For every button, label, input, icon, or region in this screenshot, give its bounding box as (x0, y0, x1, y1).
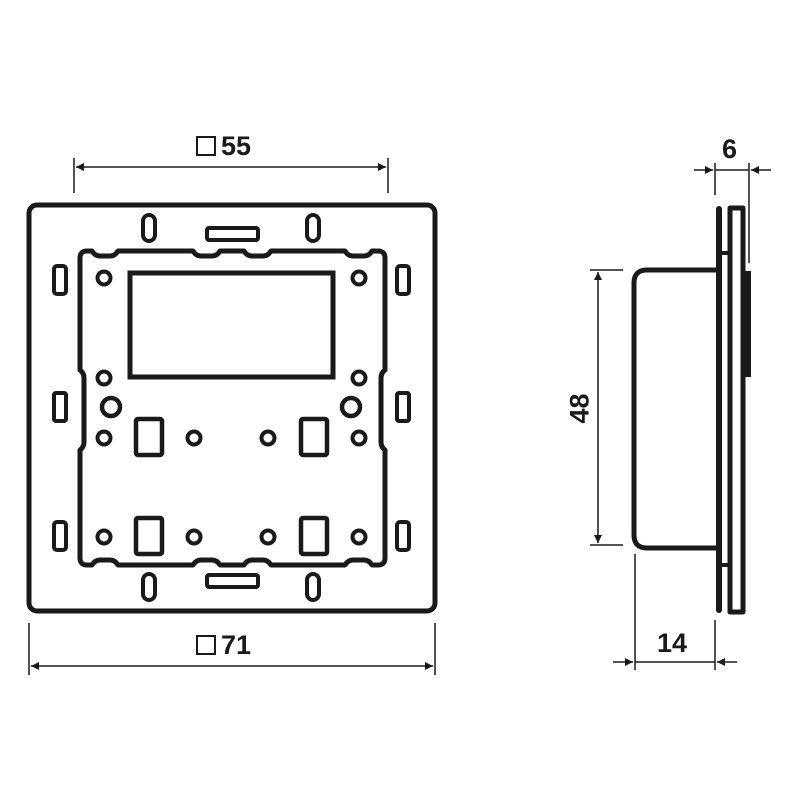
hole-large (339, 395, 363, 419)
hole (350, 269, 368, 287)
hole (259, 429, 277, 447)
rect-opening (133, 416, 165, 458)
dimension-14 (613, 554, 737, 670)
rect-opening (133, 515, 165, 557)
hole (95, 429, 113, 447)
bottom-right-oval (305, 572, 321, 602)
hole (350, 369, 368, 387)
dimension-6 (694, 163, 771, 263)
right-slot-top (395, 264, 411, 296)
dimension-value-55: 55 (221, 131, 252, 161)
side-view (631, 205, 751, 615)
right-slot-middle (395, 391, 411, 423)
dimension-label-71: 71 (196, 632, 251, 659)
bottom-left-oval (141, 572, 157, 602)
square-symbol-icon (196, 136, 216, 156)
hole (350, 429, 368, 447)
hole (95, 369, 113, 387)
hole-large (99, 395, 123, 419)
dimension-label-14: 14 (657, 630, 687, 657)
dimension-label-55: 55 (196, 133, 251, 160)
left-slot-middle (52, 391, 68, 423)
hole (95, 269, 113, 287)
hole (185, 528, 203, 546)
hole (95, 528, 113, 546)
outer-frame (26, 202, 438, 614)
display-window (127, 270, 336, 380)
front-view (26, 202, 438, 614)
top-slot (205, 226, 260, 242)
square-symbol-icon (196, 635, 216, 655)
left-slot-bottom (52, 520, 68, 552)
dimension-value-48: 48 (564, 393, 595, 424)
dimension-label-6: 6 (722, 136, 737, 163)
rect-opening (298, 416, 330, 458)
dimension-55 (73, 158, 389, 193)
dimension-71 (28, 623, 436, 675)
hole (259, 528, 277, 546)
top-left-oval (141, 213, 157, 243)
module-body (631, 267, 716, 551)
dimension-value-6: 6 (722, 134, 738, 164)
hole (350, 528, 368, 546)
dimension-48 (590, 269, 623, 546)
cover-frame (727, 205, 746, 615)
top-right-oval (305, 213, 321, 243)
left-slot-top (52, 264, 68, 296)
rect-opening (298, 515, 330, 557)
dimension-value-14: 14 (657, 628, 688, 658)
front-button (745, 271, 751, 377)
dimension-value-71: 71 (221, 630, 252, 660)
right-slot-bottom (395, 520, 411, 552)
dimension-label-48: 48 (564, 389, 595, 429)
inner-module-outline (77, 248, 388, 568)
hole (185, 429, 203, 447)
bottom-slot (205, 573, 260, 589)
